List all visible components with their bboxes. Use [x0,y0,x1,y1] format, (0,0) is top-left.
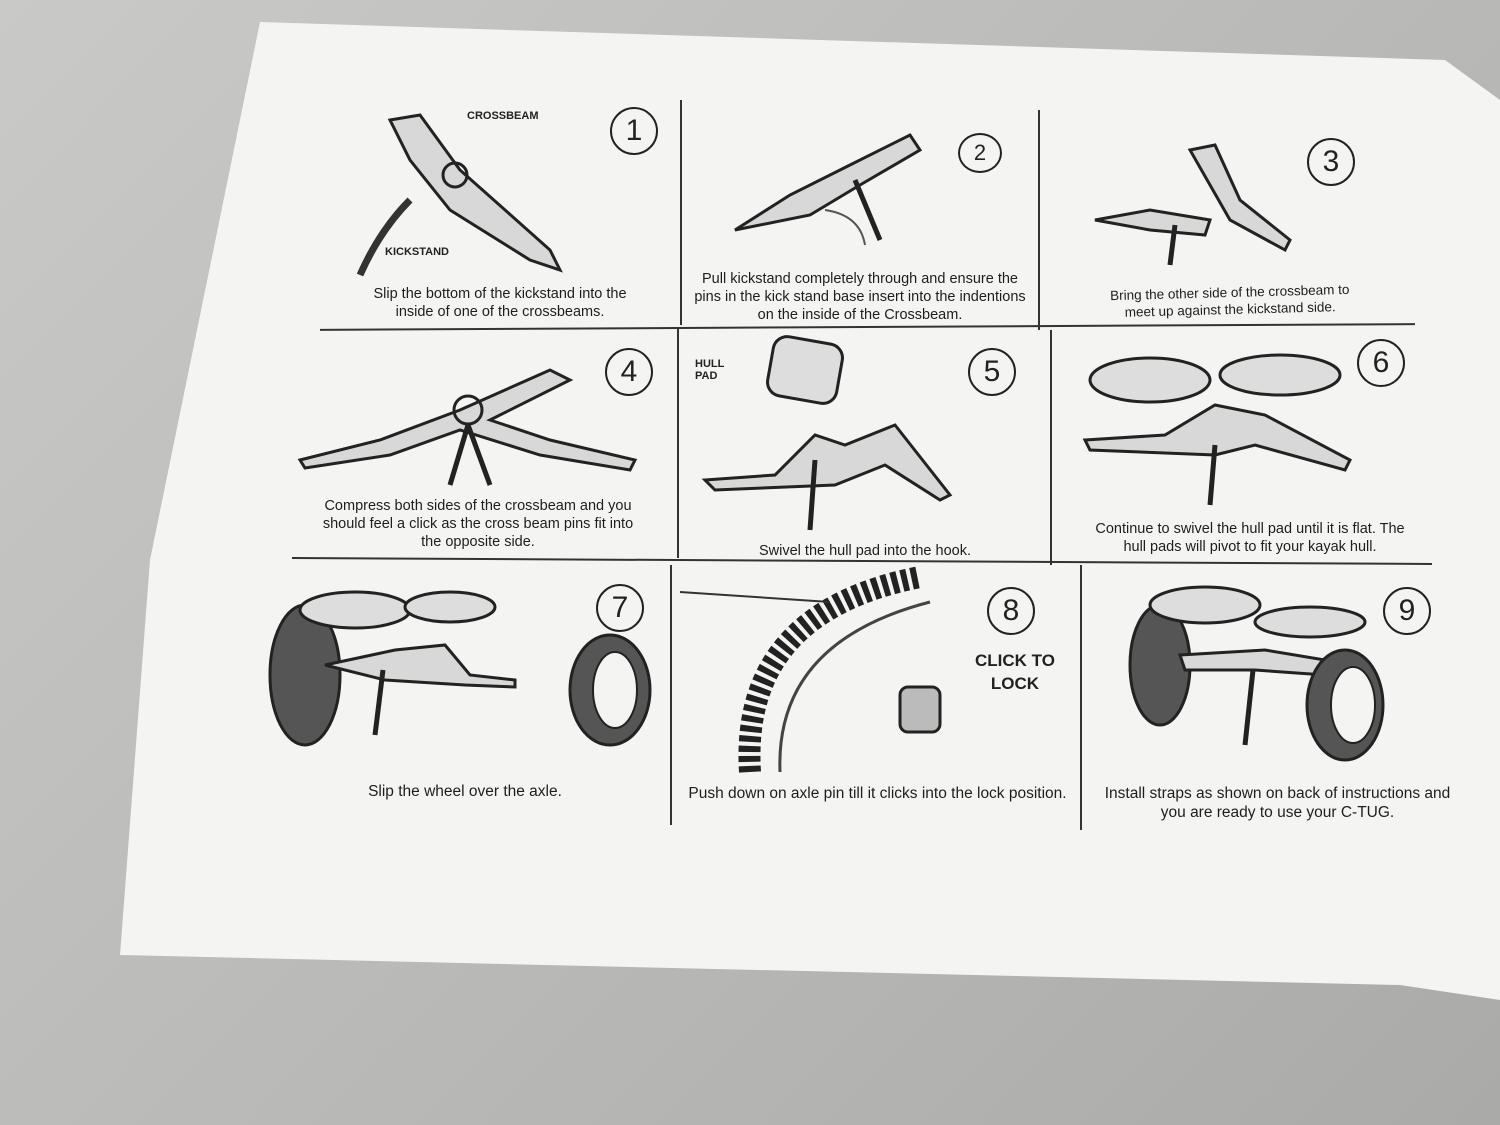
crossbeam-join-illustration [1094,143,1292,266]
step-number: 9 [1383,587,1431,635]
step-caption: Compress both sides of the crossbeam and… [322,498,634,551]
step-number: 1 [610,107,658,155]
step-number: 2 [958,133,1002,173]
divider [670,565,672,825]
step-caption: Pull kickstand completely through and en… [694,271,1026,324]
step-number: 4 [605,348,653,396]
divider [1038,110,1040,330]
hull-pad-flat-illustration [1082,353,1352,506]
compress-crossbeam-illustration [297,368,638,486]
divider [680,100,682,325]
step-number: 8 [987,587,1035,635]
step-number: 6 [1357,339,1405,387]
step-caption: Install straps as shown on back of instr… [1104,785,1451,822]
step-number: 3 [1307,138,1355,186]
divider [1080,565,1082,830]
step-caption: Push down on axle pin till it clicks int… [688,785,1067,802]
step-number: 5 [968,348,1016,396]
hull-pad-swivel-illustration [701,335,953,531]
divider [677,328,679,558]
divider [1050,330,1052,565]
kickstand-inserted-illustration [734,133,923,246]
crossbeam-label: CROSSBEAM [467,110,539,122]
step-caption: Swivel the hull pad into the hook. [759,543,971,559]
step-caption: Bring the other side of the crossbeam to… [1109,281,1350,320]
axle-pin-lock-illustration [679,566,942,773]
kickstand-label: KICKSTAND [385,246,449,258]
step-number: 7 [596,584,644,632]
wheel-axle-illustration [268,590,652,747]
step-caption: Slip the bottom of the kickstand into th… [373,286,627,321]
crossbeam-kickstand-illustration [356,113,563,277]
step-caption: Continue to swivel the hull pad until it… [1095,521,1405,556]
hull-pad-label: HULL PAD [695,358,725,382]
click-to-lock-label: CLICK TO LOCK [970,650,1060,696]
click-to-label: CLICK TO [975,651,1055,670]
step-caption: Slip the wheel over the axle. [368,783,562,800]
lock-label: LOCK [990,673,1040,693]
assembled-cart-illustration [1128,585,1385,762]
